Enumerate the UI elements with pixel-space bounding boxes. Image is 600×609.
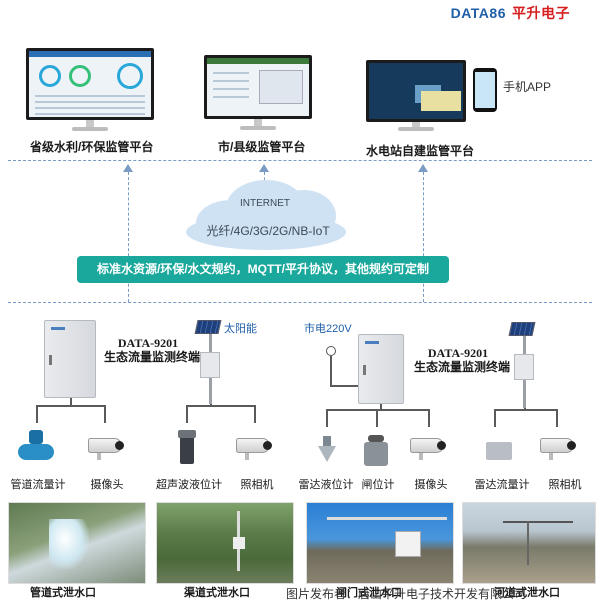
provincial-platform-label: 省级水利/环保监管平台 [30, 140, 154, 154]
photo-label: 管道式泄水口 [30, 587, 96, 599]
mobile-phone [473, 68, 497, 112]
device-label: 超声波液位计 [156, 479, 222, 491]
station-platform-label: 水电站自建监管平台 [366, 144, 475, 158]
arrow-up-icon [418, 164, 428, 172]
internet-label: INTERNET [240, 198, 290, 209]
mobile-app-label: 手机APP [503, 80, 552, 94]
terminal-cabinet-left [44, 320, 96, 398]
photo-channel-outlet [156, 502, 294, 584]
gate-meter-icon [364, 435, 388, 466]
photo-label: 河道式泄水口 [494, 587, 560, 599]
device-label: 雷达液位计 [298, 479, 354, 491]
terminal-cabinet-right [358, 334, 404, 404]
camera-icon [540, 438, 576, 460]
solar-panel-icon [194, 320, 222, 334]
device-label: 管道流量计 [10, 479, 66, 491]
flowmeter-icon [18, 430, 54, 460]
radar-flow-icon [486, 442, 512, 460]
device-label: 闸位计 [361, 479, 395, 491]
brand-name-cn: 平升电子 [512, 5, 570, 21]
mains-plug-icon [326, 346, 336, 356]
terminal-name-left: 生态流量监测终端 [104, 350, 201, 364]
solar-controller-box [200, 352, 220, 378]
solar-controller-box [514, 354, 534, 380]
device-label: 摄像头 [90, 479, 124, 491]
ultrasonic-level-icon [178, 430, 196, 464]
device-label: 照相机 [240, 479, 274, 491]
terminal-name-right: 生态流量监测终端 [414, 360, 511, 374]
photo-label: 渠道式泄水口 [184, 587, 250, 599]
city-platform-label: 市/县级监管平台 [218, 140, 306, 154]
photo-gate-outlet [306, 502, 454, 584]
camera-icon [88, 438, 124, 460]
photo-label: 闸门式泄水口 [336, 587, 402, 599]
terminal-model-right: DATA-9201 [427, 346, 489, 360]
radar-level-icon [318, 436, 336, 462]
arrow-up-icon [259, 164, 269, 172]
network-links-label: 光纤/4G/3G/2G/NB-IoT [206, 224, 330, 238]
protocol-banner: 标准水资源/环保/水文规约，MQTT/平升协议，其他规约可定制 [77, 256, 449, 283]
photo-pipe-outlet [8, 502, 146, 584]
upper-divider [8, 160, 592, 161]
photo-river-outlet [462, 502, 596, 584]
camera-icon [410, 438, 446, 460]
arrow-up-icon [123, 164, 133, 172]
lower-divider [8, 302, 592, 303]
terminal-model-left: DATA-9201 [117, 336, 179, 350]
image-credit: 图片发布者：唐山平升电子技术开发有限公司 [286, 587, 527, 601]
device-label: 摄像头 [414, 479, 448, 491]
mains-power-label: 市电220V [304, 323, 352, 335]
brand-logo: DATA86 平升电子 [451, 3, 570, 23]
brand-name-en: DATA86 [450, 5, 506, 21]
solar-label: 太阳能 [224, 323, 257, 335]
device-label: 照相机 [548, 479, 582, 491]
device-label: 雷达流量计 [474, 479, 530, 491]
camera-icon [236, 438, 272, 460]
solar-panel-icon [508, 322, 536, 336]
